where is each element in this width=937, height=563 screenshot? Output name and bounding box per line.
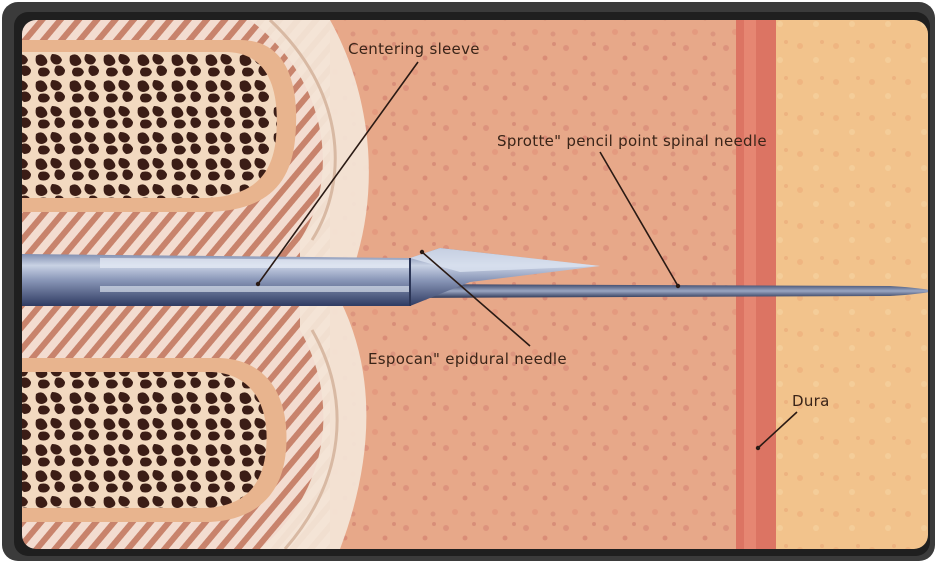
label-dura: Dura <box>792 392 830 410</box>
illustration: Centering sleeve Sprotte" pencil point s… <box>22 20 936 549</box>
label-spinal-needle: Sprotte" pencil point spinal needle <box>497 132 767 150</box>
label-epidural-needle: Espocan" epidural needle <box>368 350 567 368</box>
subarachnoid-space <box>776 20 936 549</box>
label-centering-sleeve: Centering sleeve <box>348 40 480 58</box>
upper-vertebra-cancellous <box>22 52 277 198</box>
spinal-needle-icon <box>400 284 935 298</box>
lower-vertebra-cancellous <box>22 372 267 508</box>
